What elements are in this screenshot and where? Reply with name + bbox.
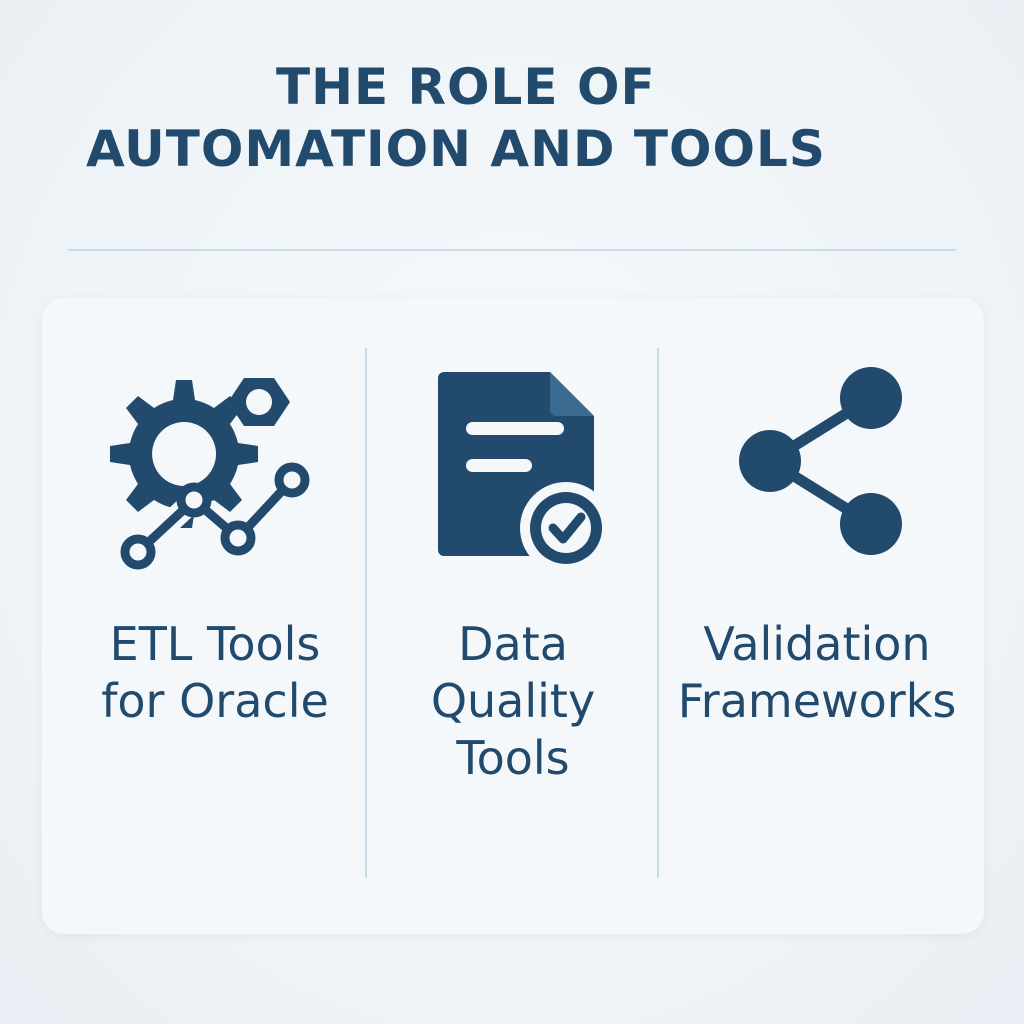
label-line: Data [458, 617, 568, 671]
validation-frameworks-label: Validation Frameworks [662, 616, 972, 730]
title-line-2: AUTOMATION AND TOOLS [86, 120, 826, 178]
share-nodes-icon [730, 360, 910, 560]
label-line: for Oracle [101, 674, 329, 728]
label-line: Quality [430, 674, 596, 728]
label-line: Validation [703, 617, 931, 671]
etl-tools-label: ETL Tools for Oracle [70, 616, 360, 730]
title-line-1: THE ROLE OF [276, 58, 656, 116]
document-check-icon [432, 368, 622, 578]
column-divider-2 [657, 348, 659, 878]
label-line: Frameworks [677, 674, 957, 728]
label-line: ETL Tools [109, 617, 321, 671]
data-quality-tools-label: Data Quality Tools [368, 616, 658, 787]
page-title: THE ROLE OF AUTOMATION AND TOOLS [0, 56, 1024, 180]
gear-network-icon [96, 372, 326, 582]
title-divider [68, 249, 956, 251]
column-divider-1 [365, 348, 367, 878]
label-line: Tools [456, 731, 570, 785]
